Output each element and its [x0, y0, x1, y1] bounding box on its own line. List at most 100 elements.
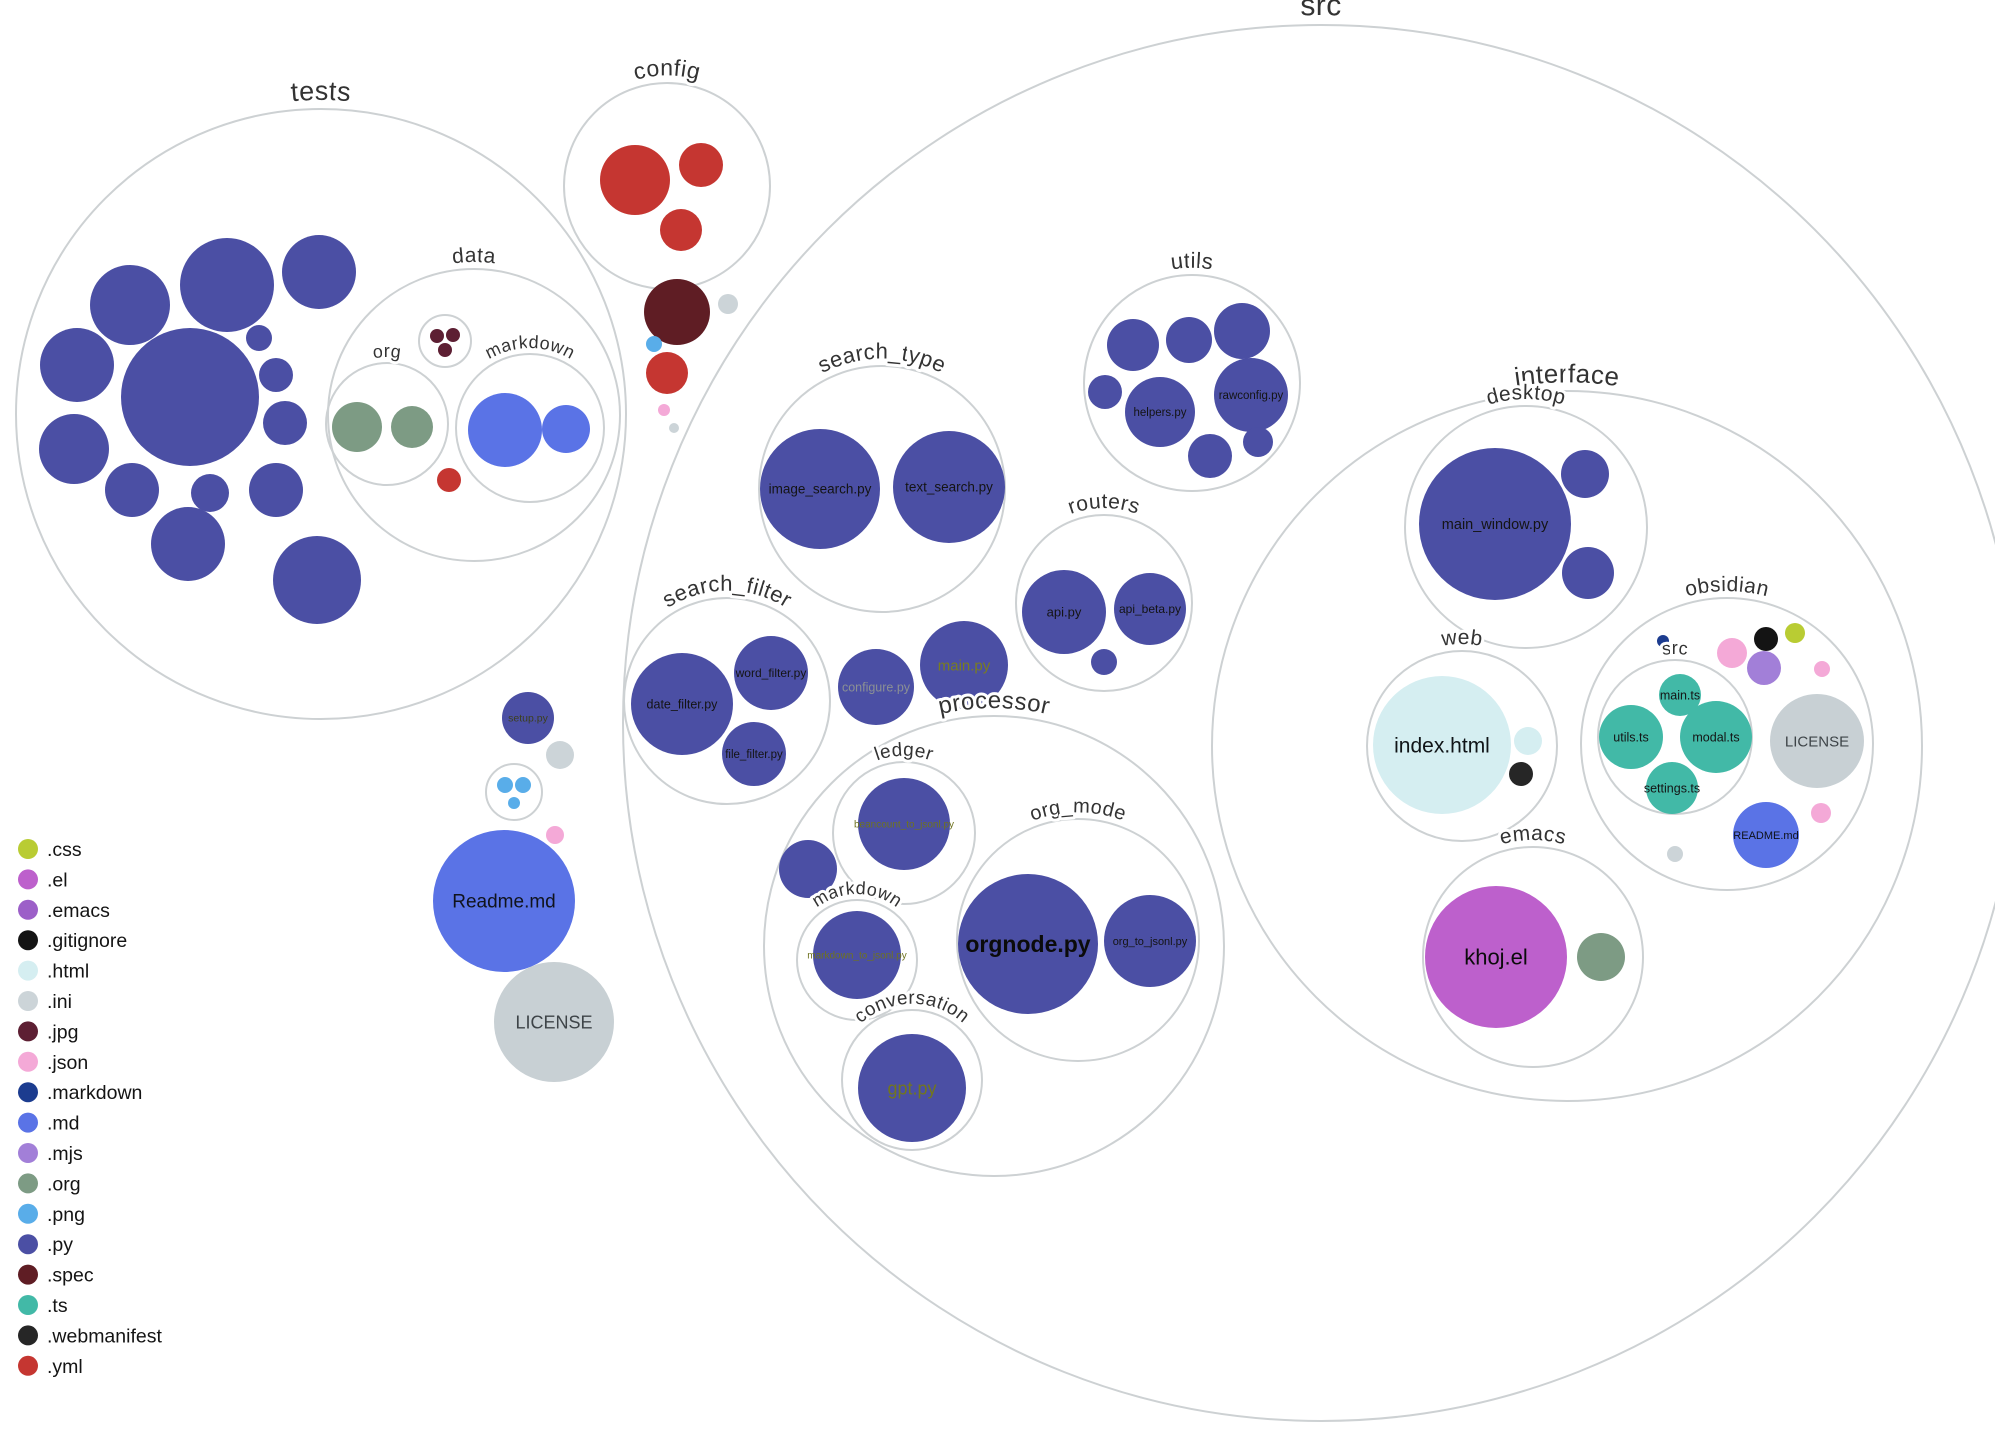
file-yml-file	[437, 468, 461, 492]
file-org-file	[1577, 933, 1625, 981]
folder-label-tests: tests	[290, 76, 353, 107]
legend-dot-.ts	[18, 1295, 38, 1315]
legend-label-.webmanifest: .webmanifest	[47, 1325, 162, 1347]
folder-label-data: data	[451, 244, 497, 268]
file-label-date-filter.py: date_filter.py	[647, 697, 719, 711]
legend-label-.ini: .ini	[47, 991, 72, 1013]
file-image-search.py	[760, 429, 880, 549]
file-label-utils.ts: utils.ts	[1613, 730, 1648, 744]
folder-assets	[485, 763, 543, 821]
file-label-word-filter.py: word_filter.py	[735, 666, 807, 680]
file-label-api.py: api.py	[1047, 605, 1082, 620]
folder-label-emacs: emacs	[1497, 822, 1568, 849]
legend-label-.css: .css	[47, 839, 82, 861]
folder-ledger	[832, 761, 976, 905]
file-py-file	[1091, 649, 1117, 675]
file-test-py	[121, 328, 259, 466]
folder-search-type	[758, 365, 1006, 613]
file-py-file	[1188, 434, 1232, 478]
legend-label-.html: .html	[47, 961, 89, 983]
file-helpers.py	[1125, 377, 1195, 447]
file-yml-file	[646, 352, 688, 394]
file-jpg-file	[438, 343, 452, 357]
file-label-configure.py: configure.py	[842, 680, 911, 694]
file-main.py	[920, 621, 1008, 709]
folder-label-search-type: search_type	[814, 339, 950, 378]
file-py-file	[1561, 450, 1609, 498]
folder-data	[327, 268, 621, 562]
file-json-file	[1717, 638, 1747, 668]
file-utils.ts	[1599, 705, 1663, 769]
file-main-window.py	[1419, 448, 1571, 600]
folder-routers	[1015, 514, 1193, 692]
file-gitignore-file	[1754, 627, 1778, 651]
folder-label-org: org	[372, 341, 403, 362]
folder-label-obsidian-src: src	[1661, 638, 1689, 659]
file-khoj.el	[1425, 886, 1567, 1028]
legend-item-.gitignore: .gitignore	[18, 930, 127, 952]
file-html-file	[1514, 727, 1542, 755]
legend-item-.yml: .yml	[18, 1355, 83, 1378]
legend-label-.org: .org	[47, 1173, 81, 1195]
file-test-py	[282, 235, 356, 309]
file-json-file	[1814, 661, 1830, 677]
file-test-py	[263, 401, 307, 445]
file-readme.md	[433, 830, 575, 972]
file-webmanifest-file	[1509, 762, 1533, 786]
legend-dot-.jpg	[18, 1021, 38, 1042]
file-yml-file	[600, 145, 670, 215]
file-word-filter.py	[734, 636, 808, 710]
file-label-main.ts: main.ts	[1660, 688, 1700, 702]
legend-label-.png: .png	[47, 1204, 85, 1226]
file-gpt.py	[858, 1034, 966, 1142]
legend-dot-.css	[18, 839, 38, 859]
folder-markdown-processor	[796, 899, 918, 1021]
file-test-py	[90, 265, 170, 345]
legend-dot-.emacs	[18, 899, 38, 920]
folder-label-src: src	[1300, 0, 1342, 22]
legend-dot-.html	[18, 960, 38, 981]
legend-item-.jpg: .jpg	[18, 1021, 78, 1043]
legend-dot-.el	[18, 869, 38, 890]
legend-dot-.spec	[18, 1264, 38, 1285]
folder-processor	[763, 715, 1225, 1177]
file-license-obsidian	[1770, 694, 1864, 788]
file-label-index.html: index.html	[1394, 734, 1490, 757]
legend-item-.webmanifest: .webmanifest	[18, 1325, 162, 1347]
file-settings.ts	[1646, 762, 1698, 814]
file-md-file	[542, 405, 590, 453]
legend-item-.py: .py	[18, 1234, 73, 1256]
legend-dot-.gitignore	[18, 930, 38, 951]
file-label-settings.ts: settings.ts	[1644, 781, 1700, 795]
legend-item-.markdown: .markdown	[18, 1082, 142, 1104]
file-api-beta.py	[1114, 573, 1186, 645]
folder-web	[1366, 650, 1558, 842]
file-api.py	[1022, 570, 1106, 654]
legend-item-.mjs: .mjs	[18, 1143, 83, 1165]
file-test-py	[259, 358, 293, 392]
file-png-file	[497, 777, 513, 793]
folder-tests	[15, 108, 627, 720]
legend-dot-.ini	[18, 991, 38, 1011]
file-label-main.py: main.py	[938, 657, 991, 674]
file-label-rawconfig.py: rawconfig.py	[1219, 390, 1284, 402]
legend-item-.org: .org	[18, 1173, 81, 1195]
legend-label-.spec: .spec	[47, 1265, 94, 1287]
file-png-file	[508, 797, 520, 809]
file-date-filter.py	[631, 653, 733, 755]
legend-label-.el: .el	[47, 869, 68, 891]
folder-org-mode	[956, 818, 1200, 1062]
file-org-to-jsonl.py	[1104, 895, 1196, 987]
file-ini-file	[669, 423, 679, 433]
file-label-image-search.py: image_search.py	[769, 482, 872, 497]
file-test-py	[105, 463, 159, 517]
file-test-py	[39, 414, 109, 484]
file-modal.ts	[1680, 701, 1752, 773]
file-test-py	[40, 328, 114, 402]
legend-item-.ts: .ts	[18, 1295, 68, 1317]
file-label-license: LICENSE	[515, 1012, 592, 1032]
legend-label-.gitignore: .gitignore	[47, 930, 127, 952]
legend-dot-.py	[18, 1234, 38, 1255]
file-test-py	[249, 463, 303, 517]
file-label-readme.md: README.md	[1733, 830, 1798, 842]
